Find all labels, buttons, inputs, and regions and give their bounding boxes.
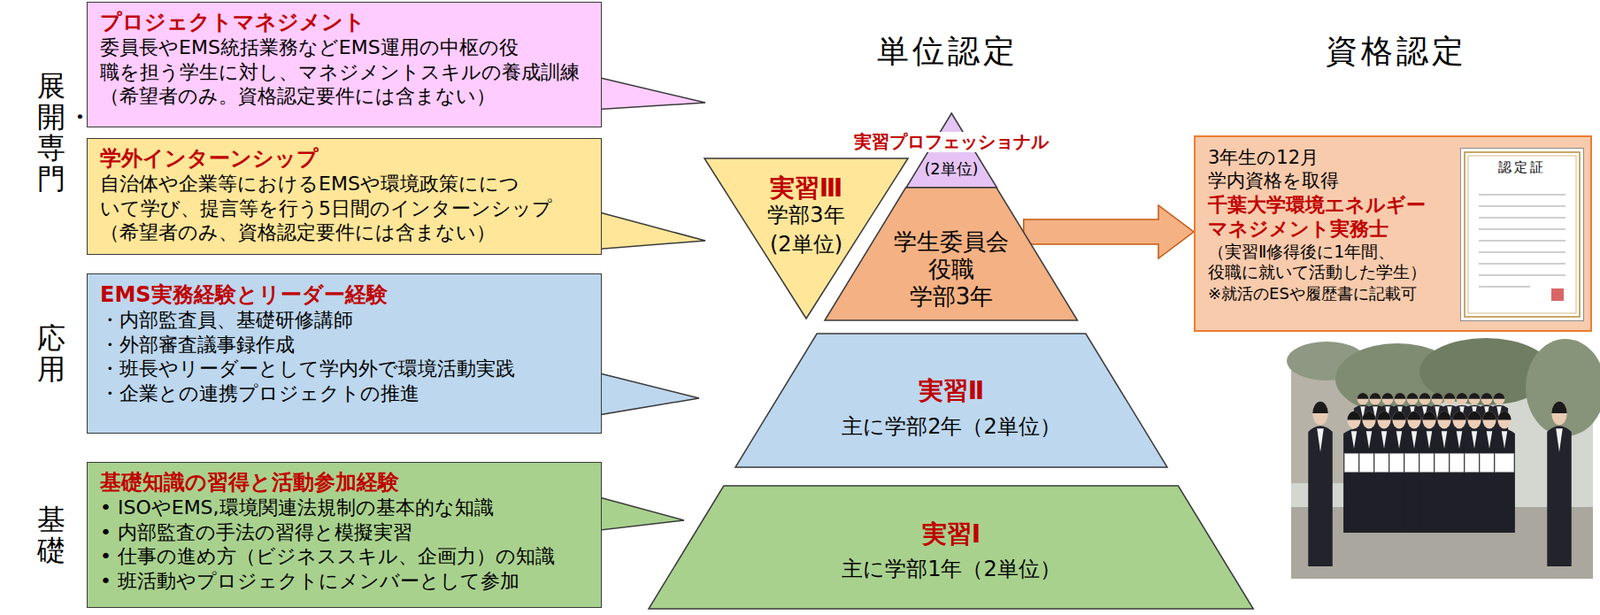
node-text: 委員長やEMS統括業務などEMS運用の中枢の役 職を担う学生に対し、マネジメント… (100, 35, 589, 109)
callout-tail (592, 210, 706, 250)
person-figure (1307, 401, 1333, 567)
node-text: 自治体や企業等におけるEMSや環境政策ににつ いて学び、提言等を行う5日間のイン… (100, 171, 589, 246)
certificate-panel: 3年生の12月 学内資格を取得千葉大学環境エネルギー マネジメント実務士（実習Ⅱ… (1193, 135, 1593, 332)
node-text: (2単位) (769, 231, 843, 258)
certificate-line (1478, 274, 1566, 276)
node-text: ・企業との連携プロジェクトの推進 (100, 381, 589, 407)
node-text: (2単位) (923, 160, 978, 179)
block-arrow (1023, 205, 1194, 259)
pyramid-tier: 実習Ⅱ 主に学部2年（2単位） (735, 333, 1168, 468)
person-figure (1546, 401, 1572, 567)
shape-fill (735, 333, 1168, 468)
node-heading: 実習プロフェッショナル (850, 131, 1053, 153)
node-text: • 仕事の進め方（ビジネススキル、企画力）の知識 (100, 544, 589, 570)
callout-box: 学外インターンシップ自治体や企業等におけるEMSや環境政策ににつ いて学び、提言… (86, 138, 602, 255)
node-heading: 3年生の12月 学内資格を取得 (1207, 146, 1458, 193)
pyramid-tier: 学生委員会 役職 学部3年 (824, 187, 1077, 321)
certificate-line (1478, 251, 1566, 253)
node-heading: 認定証 (1466, 159, 1578, 176)
certificate-line (1478, 285, 1531, 287)
certificate-frame (1464, 152, 1580, 317)
node-heading: プロジェクトマネジメント (100, 8, 589, 36)
node-text: • ISOやEMS,環境関連法規制の基本的な知識 (100, 495, 589, 521)
node-heading: 実習Ⅰ (922, 519, 981, 550)
node-heading: 学生委員会 役職 学部3年 (824, 228, 1077, 312)
node-text: • 班活動やプロジェクトにメンバーとして参加 (100, 569, 589, 594)
group-photo (1286, 338, 1600, 579)
callout-tail (592, 495, 685, 531)
node-text: （実習Ⅱ修得後に1年間、 役職に就いて活動した学生） (1207, 241, 1458, 285)
node-heading: 基礎知識の習得と活動参加経験 (100, 469, 589, 496)
column-heading: 単位認定 (876, 31, 1019, 70)
certificate-line (1478, 205, 1566, 207)
callout-box: 基礎知識の習得と活動参加経験• ISOやEMS,環境関連法規制の基本的な知識• … (86, 461, 602, 608)
node-text: 千葉大学環境エネルギー マネジメント実務士 (1207, 192, 1458, 242)
node-heading: 実習Ⅲ (769, 173, 843, 204)
pyramid-tier: 実習Ⅰ 主に学部1年（2単位） (648, 485, 1254, 609)
node-text: ・外部審査議事録作成 (100, 332, 589, 358)
level-label: 基礎 (37, 504, 66, 567)
callout-tail (592, 76, 706, 110)
certificate-frame (1468, 155, 1577, 314)
node-text: • 内部監査の手法の習得と模擬実習 (100, 520, 589, 546)
certificate-line (1478, 262, 1566, 264)
node-heading: 学外インターンシップ (100, 145, 589, 172)
certificate-image: 認定証 (1460, 147, 1585, 322)
node-text: ・内部監査員、基礎研修講師 (100, 307, 589, 333)
column-heading: 資格認定 (1325, 31, 1468, 70)
node-text: 主に学部2年（2単位） (841, 414, 1062, 440)
callout-tail (592, 371, 700, 416)
certificate-line (1478, 216, 1566, 218)
callout-box: プロジェクトマネジメント委員長やEMS統括業務などEMS運用の中枢の役 職を担う… (86, 1, 602, 128)
node-heading: EMS実務経験とリーダー経験 (100, 281, 589, 308)
level-label: 展開・専門 (37, 70, 66, 196)
callout-box: EMS実務経験とリーダー経験・内部監査員、基礎研修講師・外部審査議事録作成・班長… (86, 273, 602, 434)
shape-fill (648, 485, 1254, 609)
shape-fill (824, 187, 1077, 321)
person-figure (1493, 411, 1516, 533)
node-text: 主に学部1年（2単位） (841, 556, 1062, 583)
node-heading: 実習Ⅱ (918, 376, 985, 407)
pyramid-apex: 実習プロフェッショナル(2単位) (906, 113, 997, 188)
node-text: ※就活のESや履歴書に記載可 (1207, 283, 1458, 304)
certificate-seal (1551, 288, 1564, 301)
certificate-line (1478, 228, 1566, 230)
certificate-line (1478, 193, 1566, 195)
node-text: ・班長やリーダーとして学内外で環境活動実践 (100, 356, 589, 382)
node-text: 学部3年 (767, 202, 845, 229)
level-label: 応用 (37, 323, 66, 385)
certificate-line (1478, 239, 1566, 241)
